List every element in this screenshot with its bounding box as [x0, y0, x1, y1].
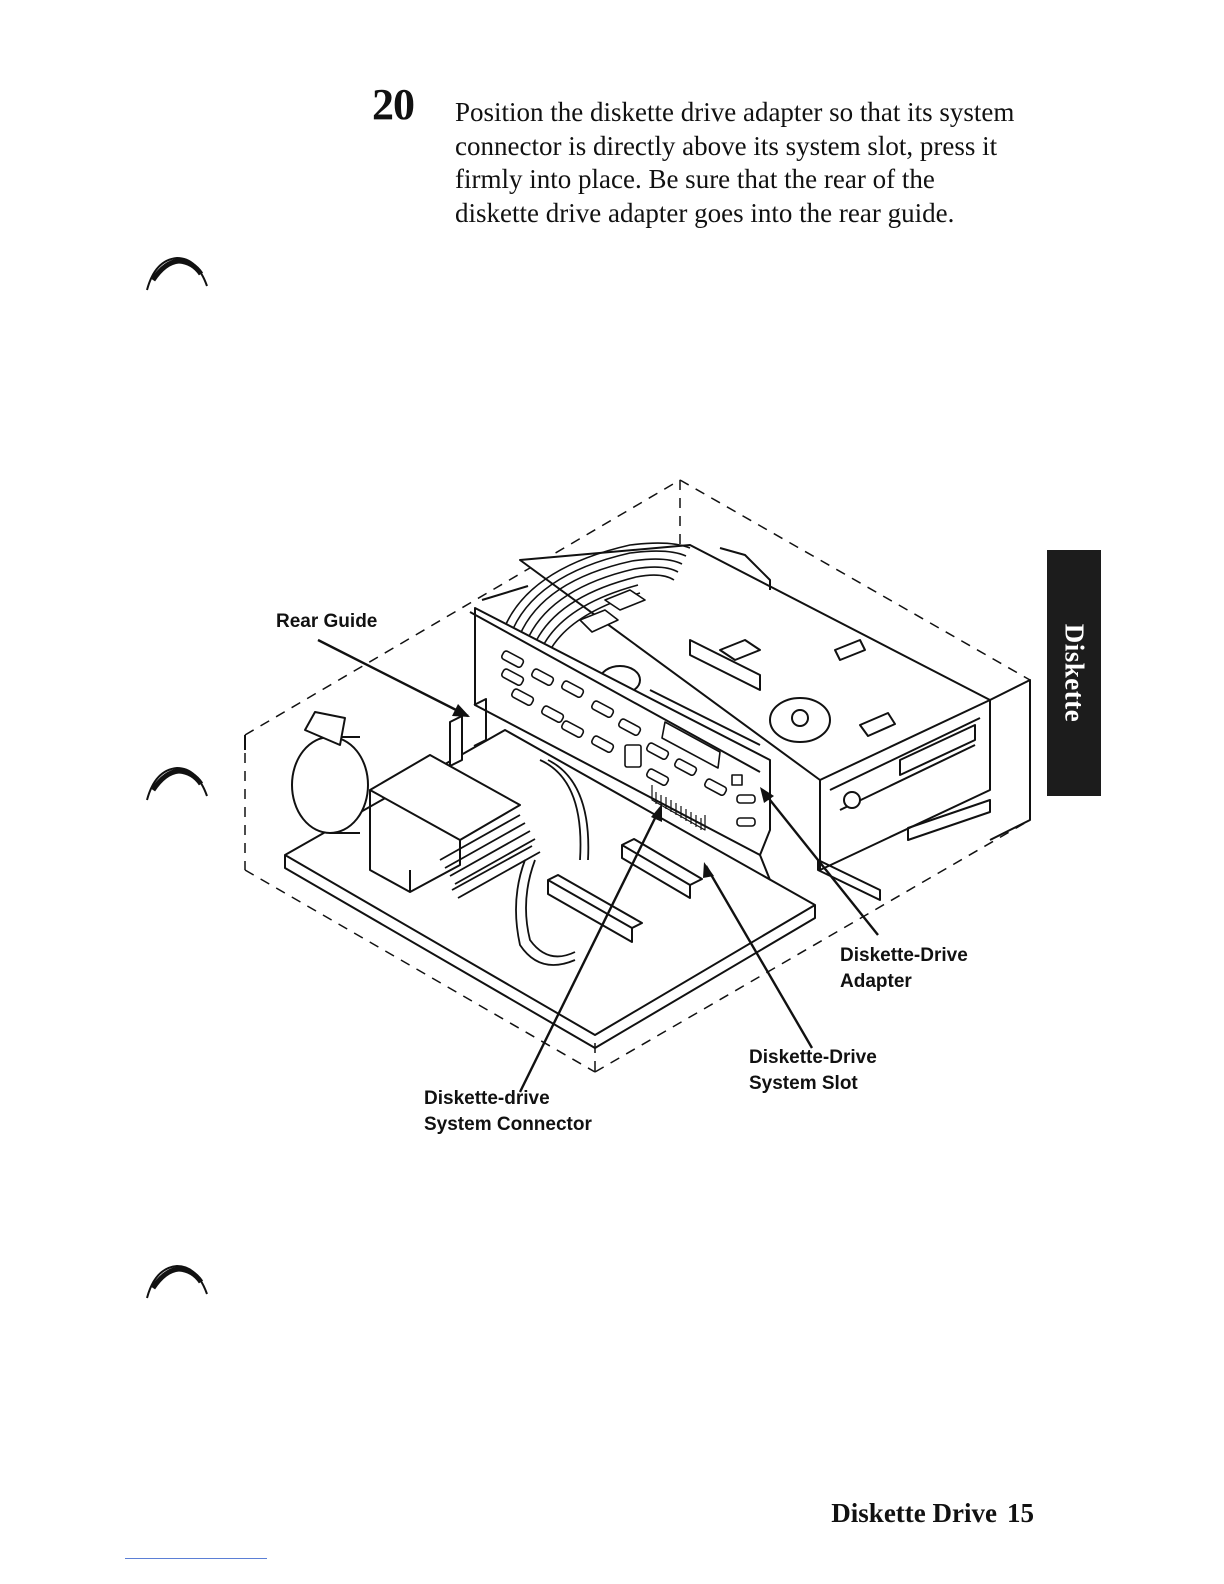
binder-hole-icon: [146, 256, 208, 291]
callout-adapter-line1: Diskette-Drive: [840, 945, 968, 966]
callout-arrowheads: [452, 704, 774, 878]
expansion-slots: [547, 799, 991, 943]
power-supply: [291, 711, 521, 893]
step-number: 20: [372, 80, 415, 129]
wiring-harness: [439, 759, 590, 966]
page-footer: Diskette Drive 15: [831, 1498, 1034, 1529]
ribbon-cable: [499, 542, 691, 655]
adapter-system-connector: [651, 785, 706, 831]
page-number: 15: [1007, 1498, 1034, 1528]
callout-adapter-line2: Adapter: [840, 971, 912, 992]
bottom-rule: [125, 1558, 267, 1559]
binder-hole-icon: [146, 766, 208, 801]
callout-leaders: [317, 638, 879, 1093]
callout-slot-line1: Diskette-Drive: [749, 1047, 877, 1068]
step-instruction: Position the diskette drive adapter so t…: [455, 97, 1015, 228]
section-tab: Diskette: [1047, 550, 1101, 796]
callout-diskette-drive-system-slot: Diskette-Drive System Slot: [749, 1045, 877, 1097]
callout-diskette-drive-adapter: Diskette-Drive Adapter: [840, 943, 968, 995]
footer-section-title: Diskette Drive: [831, 1498, 997, 1528]
rear-guide-bracket: [449, 698, 487, 767]
callout-slot-line2: System Slot: [749, 1073, 858, 1094]
callout-rear-guide: Rear Guide: [276, 609, 377, 635]
callout-connector-line2: System Connector: [424, 1114, 592, 1135]
callout-connector-line1: Diskette-drive: [424, 1088, 550, 1109]
callout-rear-guide-label: Rear Guide: [276, 611, 378, 632]
binder-hole-icon: [146, 1264, 208, 1299]
callout-diskette-drive-system-connector: Diskette-drive System Connector: [424, 1086, 592, 1138]
diskette-drive-adapter-card: [449, 585, 771, 881]
